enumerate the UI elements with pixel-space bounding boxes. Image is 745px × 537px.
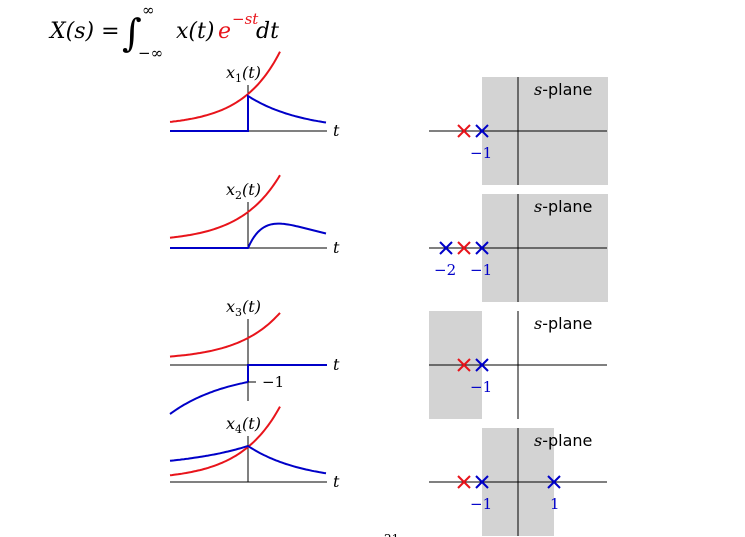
- kernel-pole-stroke: [457, 241, 471, 255]
- signal-label-arg: (t): [242, 297, 261, 316]
- signal-pole-stroke: [439, 241, 453, 255]
- equation-integrand: x(t): [176, 19, 214, 44]
- signal-curve: [170, 222, 327, 249]
- time-axis-label: t: [333, 355, 340, 374]
- signal-label-arg: (t): [242, 63, 261, 82]
- signal-pole-stroke: [475, 358, 489, 372]
- integral-upper-limit: ∞: [142, 1, 155, 19]
- integral-lower-limit: −∞: [138, 44, 163, 62]
- splane-label: s-plane: [534, 80, 592, 99]
- signal-label: x3(t): [226, 297, 261, 319]
- pole-label: −1: [470, 144, 492, 162]
- kernel-curve: [169, 51, 281, 123]
- time-axis-label: t: [333, 238, 340, 257]
- equation-lhs: X(s) =: [48, 19, 120, 44]
- signal-label-arg: (t): [242, 414, 261, 433]
- splane-label-rest: -plane: [542, 314, 592, 333]
- page-number: 21: [384, 532, 399, 537]
- pole-label: 1: [550, 495, 560, 513]
- splane-label: s-plane: [534, 197, 592, 216]
- signal-label-arg: (t): [242, 180, 261, 199]
- signal-label-name: x: [226, 414, 235, 433]
- pole-label: −1: [470, 495, 492, 513]
- integral-sign: ∫: [122, 11, 142, 55]
- signal-curve-right: [247, 445, 327, 475]
- pole-label: −2: [434, 261, 456, 279]
- signal-pole-marker: [439, 241, 453, 255]
- splane-label-s: s: [534, 431, 542, 450]
- splane-label-rest: -plane: [542, 431, 592, 450]
- kernel-pole-stroke: [457, 124, 471, 138]
- signal-pole-marker: [475, 124, 489, 138]
- signal-label-name: x: [226, 297, 235, 316]
- laplace-equation: X(s) = ∫ ∞ −∞ x(t) e −st dt: [48, 1, 279, 62]
- equation-kernel: e: [218, 19, 231, 44]
- time-tick-label: −1: [262, 373, 284, 391]
- signal-label: x4(t): [226, 414, 261, 436]
- time-axis-label: t: [333, 121, 340, 140]
- signal-label-name: x: [226, 63, 235, 82]
- splane-label-s: s: [534, 197, 542, 216]
- signal-pole-marker: [475, 475, 489, 489]
- kernel-curve: [169, 174, 281, 239]
- splane-label-s: s: [534, 80, 542, 99]
- rows-layer: tx1(t)s-plane−1tx2(t)s-plane−2−1tx3(t)−1…: [169, 51, 608, 536]
- splane-label-rest: -plane: [542, 197, 592, 216]
- kernel-curve: [169, 406, 281, 477]
- signal-label-name: x: [226, 180, 235, 199]
- kernel-pole-marker: [457, 241, 471, 255]
- signal-curve: [170, 94, 327, 132]
- equation-kernel-exponent: −st: [232, 10, 259, 28]
- signal-pole-stroke: [475, 241, 489, 255]
- signal-label-subscript: 4: [235, 423, 242, 436]
- signal-label: x1(t): [226, 63, 261, 85]
- signal-pole-stroke: [475, 124, 489, 138]
- splane-label: s-plane: [534, 431, 592, 450]
- row-3: t x3(t) −1 s-plane −1: [169, 297, 607, 419]
- kernel-pole-stroke: [457, 475, 471, 489]
- signal-curve-right: [247, 364, 327, 382]
- signal-label-subscript: 1: [235, 72, 242, 85]
- kernel-pole-marker: [457, 124, 471, 138]
- kernel-pole-stroke: [457, 358, 471, 372]
- signal-pole-stroke: [475, 475, 489, 489]
- pole-label: −1: [470, 378, 492, 396]
- splane-label-s: s: [534, 314, 542, 333]
- signal-label-subscript: 3: [235, 306, 242, 319]
- pole-label: −1: [470, 261, 492, 279]
- kernel-curve: [169, 312, 281, 358]
- row-4: t x4(t) s-plane −1 1: [169, 406, 607, 536]
- splane-label-rest: -plane: [542, 80, 592, 99]
- splane-label: s-plane: [534, 314, 592, 333]
- row-2: t x2(t) s-plane −2 −1: [169, 174, 608, 302]
- kernel-pole-marker: [457, 358, 471, 372]
- signal-curve-left: [169, 381, 249, 415]
- signal-pole-stroke: [547, 475, 561, 489]
- signal-label: x2(t): [226, 180, 261, 202]
- signal-pole-marker: [547, 475, 561, 489]
- kernel-pole-marker: [457, 475, 471, 489]
- time-axis-label: t: [333, 472, 340, 491]
- signal-pole-marker: [475, 358, 489, 372]
- signal-label-subscript: 2: [235, 189, 242, 202]
- row-1: t x1(t) s-plane −1: [169, 51, 608, 185]
- equation-differential: dt: [256, 19, 279, 44]
- signal-curve-left: [169, 445, 249, 462]
- signal-pole-marker: [475, 241, 489, 255]
